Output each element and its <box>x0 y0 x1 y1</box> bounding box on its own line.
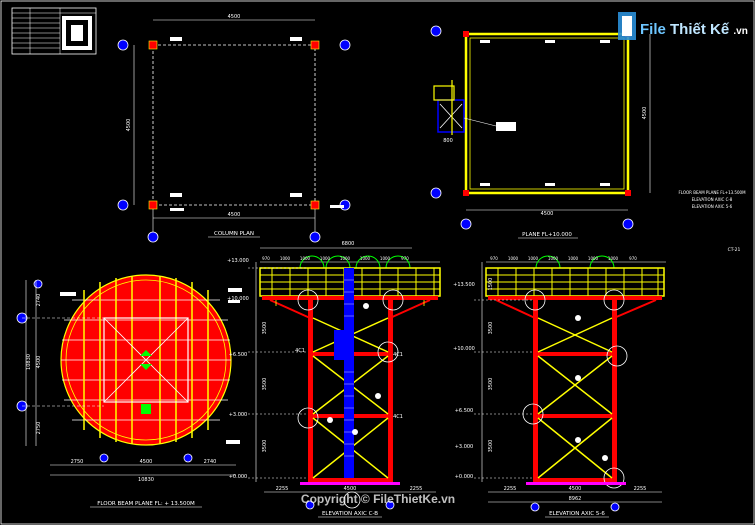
svg-text:1000: 1000 <box>608 256 619 261</box>
elev-cb-col-label-1: 4C1 <box>295 348 305 354</box>
elev-cb-level-5: +0.000 <box>229 474 248 480</box>
svg-text:970: 970 <box>401 256 409 261</box>
elev-56-level-4: +3.000 <box>455 444 474 450</box>
elevation-cb: 6800 <box>227 241 441 518</box>
elev-56-title: ELEVATION AXIC 5-6 <box>549 511 605 517</box>
floor-dim-side-1: 2740 <box>36 294 42 307</box>
note-3: ELEVATION AXIC 5-6 <box>692 204 733 209</box>
elev-56-level-3: +6.500 <box>455 408 474 414</box>
svg-text:1000: 1000 <box>280 256 291 261</box>
plane-plan-dim-bottom: 4500 <box>541 211 554 217</box>
note-1: FLOOR BEAM PLANE FL+13.500M <box>678 190 746 195</box>
floor-dim-total: 10830 <box>138 477 154 483</box>
elev-56-level-1: +13.500 <box>453 282 475 288</box>
svg-text:1000: 1000 <box>528 256 539 261</box>
floor-dim-side-3: 2750 <box>36 422 42 435</box>
elev-cb-level-1: +13.000 <box>227 258 249 264</box>
floor-dim-bottom-3: 2740 <box>204 459 217 465</box>
floor-beam-plan: 2750 4500 2740 10830 2740 4500 2750 1083… <box>16 274 242 508</box>
floor-dim-bottom-1: 2750 <box>71 459 84 465</box>
floor-plan-title: FLOOR BEAM PLANE FL: + 13.500M <box>97 501 195 507</box>
elevation-56: +13.500 +10.000 +6.500 +3.000 +0.000 150… <box>453 255 666 518</box>
column-plan: 4500 4500 4500 COLUMN PLAN <box>117 14 351 243</box>
elev-56-bottom-2: 4500 <box>569 486 582 492</box>
svg-text:970: 970 <box>490 256 498 261</box>
floor-dim-side-total: 10830 <box>26 354 32 370</box>
svg-text:1000: 1000 <box>548 256 559 261</box>
copyright-watermark: Copyright © FileThietKe.vn <box>301 492 455 506</box>
column-plan-dim-bottom: 4500 <box>228 212 241 218</box>
elev-56-side-4: 3500 <box>488 440 494 453</box>
elev-cb-side-2: 3500 <box>262 378 268 391</box>
elev-cb-top-dim: 6800 <box>342 241 355 247</box>
sheet-code: CT-21 <box>728 247 741 253</box>
elev-cb-bottom-1: 2255 <box>276 486 289 492</box>
svg-text:970: 970 <box>629 256 637 261</box>
elev-56-side-1: 1500 <box>488 278 494 291</box>
elev-56-bottom-1: 2255 <box>504 486 517 492</box>
elev-cb-level-2: +10.000 <box>227 296 249 302</box>
title-block <box>11 7 97 55</box>
svg-text:1000: 1000 <box>360 256 371 261</box>
elev-cb-side-3: 3500 <box>262 440 268 453</box>
svg-text:1000: 1000 <box>320 256 331 261</box>
watermark-logo: File Thiết Kế .vn <box>618 12 748 40</box>
elev-56-level-2: +10.000 <box>453 346 475 352</box>
column-plan-title: COLUMN PLAN <box>214 231 254 237</box>
svg-text:1000: 1000 <box>380 256 391 261</box>
elev-cb-level-4: +3.000 <box>229 412 248 418</box>
logo-brand-c: .vn <box>733 26 747 37</box>
svg-text:1000: 1000 <box>300 256 311 261</box>
svg-text:1000: 1000 <box>340 256 351 261</box>
column-plan-dim-top: 4500 <box>228 14 241 20</box>
plane-plan-dim-side: 4500 <box>642 107 648 120</box>
elev-56-side-2: 3500 <box>488 322 494 335</box>
svg-text:1000: 1000 <box>588 256 599 261</box>
svg-text:File Thiết Kế .vn: File Thiết Kế .vn <box>640 21 748 38</box>
elev-cb-bottom-2: 4500 <box>344 486 357 492</box>
logo-brand-a: File <box>640 21 666 38</box>
elev-cb-col-label-3: 4C1 <box>393 414 403 420</box>
svg-text:970: 970 <box>262 256 270 261</box>
elev-cb-title: ELEVATION AXIC C-B <box>322 511 378 517</box>
plane-plan-title: PLANE FL+10.000 <box>522 232 572 238</box>
elev-cb-side-1: 3500 <box>262 322 268 335</box>
elev-cb-bottom-3: 2255 <box>410 486 423 492</box>
elev-cb-col-label-2: 4C1 <box>393 352 403 358</box>
plane-plan-dim-small: 800 <box>443 138 453 144</box>
elev-56-side-3: 3500 <box>488 378 494 391</box>
note-2: ELEVATION AXIC C-8 <box>692 197 733 202</box>
plane-plan: 4500 4500 800 PLANE FL+10.000 <box>430 25 651 239</box>
elev-56-level-5: +0.000 <box>455 474 474 480</box>
elev-top-dims: 970 1000 1000 1000 1000 1000 1000 970 97… <box>262 256 637 261</box>
elev-56-bottom-total: 8962 <box>569 496 582 502</box>
elev-56-bottom-3: 2255 <box>634 486 647 492</box>
notes: FLOOR BEAM PLANE FL+13.500M ELEVATION AX… <box>678 190 746 253</box>
elev-cb-level-3: +6.500 <box>229 352 248 358</box>
svg-text:1000: 1000 <box>508 256 519 261</box>
column-plan-dim-side: 4500 <box>126 119 132 132</box>
logo-brand-b: Thiết Kế <box>670 21 730 38</box>
floor-dim-side-2: 4500 <box>36 356 42 369</box>
floor-dim-bottom-2: 4500 <box>140 459 153 465</box>
svg-text:1000: 1000 <box>568 256 579 261</box>
